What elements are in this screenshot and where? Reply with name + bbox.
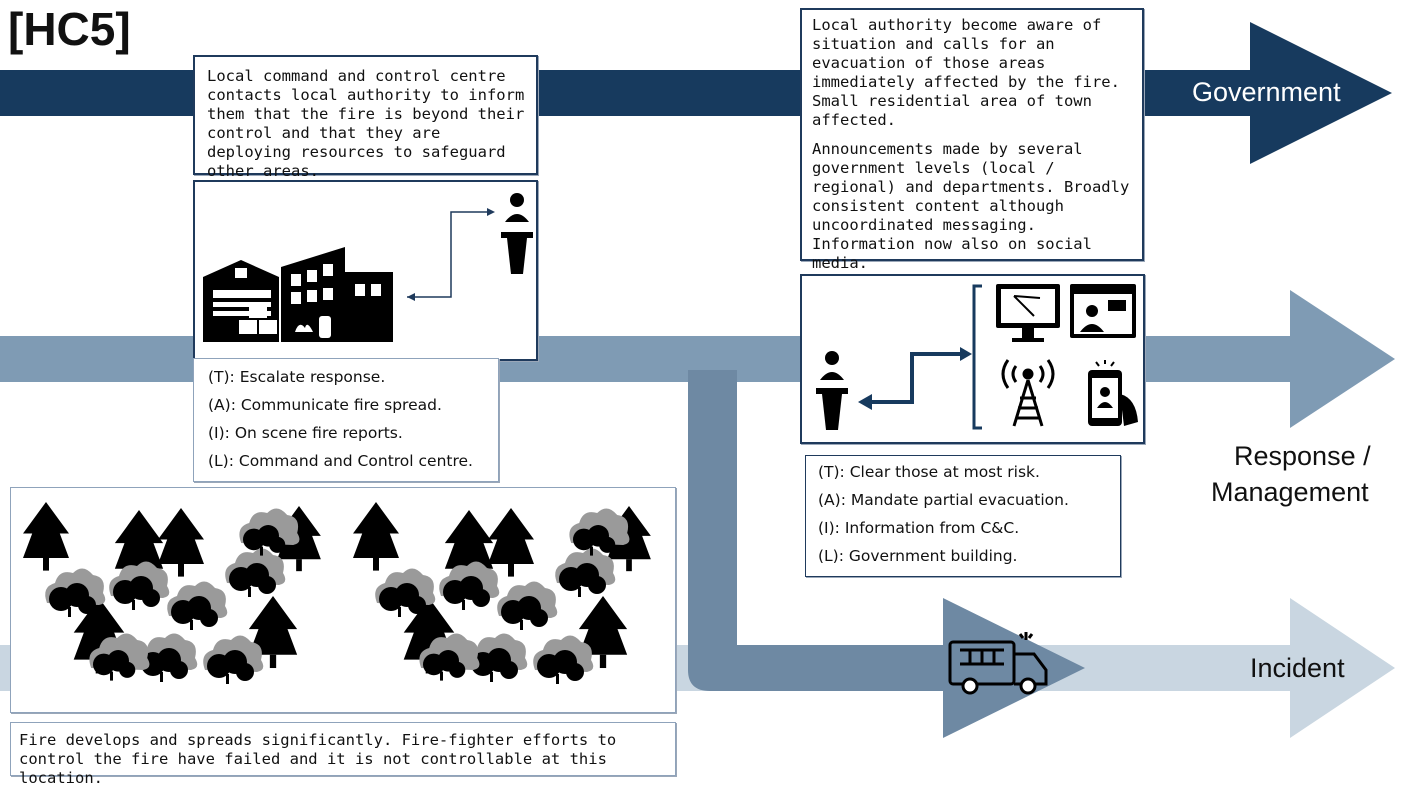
fire-station-panel (193, 180, 538, 361)
pine-tree-icon (23, 502, 69, 558)
radio-tower-icon (1001, 359, 1055, 427)
video-call-icon (1070, 284, 1136, 338)
pine-tree-icon (158, 508, 204, 564)
local-command-text: Local command and control centre contact… (207, 67, 525, 180)
speaker-podium-icon (816, 351, 848, 430)
burning-forest-icon (23, 502, 651, 684)
tail-left-location: (L): Command and Control centre. (208, 452, 473, 470)
pine-tree-icon (607, 506, 651, 560)
local-authority-para2: Announcements made by several government… (812, 140, 1130, 272)
fire-develops-box: Fire develops and spreads significantly.… (10, 722, 676, 787)
pine-tree-icon (578, 596, 628, 655)
tail-left-task: (T): Escalate response. (208, 368, 386, 386)
pine-tree-icon (277, 506, 321, 560)
response-to-incident-connector (688, 370, 945, 691)
tail-left-info: (I): On scene fire reports. (208, 424, 403, 442)
smartphone-icon (1088, 360, 1138, 426)
tail-right-location: (L): Government building. (818, 547, 1018, 565)
media-panel (800, 274, 1145, 444)
pine-tree-icon (444, 510, 494, 569)
fire-station-icon (203, 247, 393, 342)
tail-right-info: (I): Information from C&C. (818, 519, 1020, 537)
tv-monitor-icon (996, 284, 1060, 342)
lane-label-incident: Incident (1250, 653, 1345, 683)
fire-truck-icon (948, 632, 1048, 695)
lane-label-response-1: Response / (1234, 441, 1371, 471)
pine-tree-icon (353, 502, 399, 558)
lane-label-government: Government (1192, 77, 1341, 107)
local-command-box: Local command and control centre contact… (193, 55, 538, 180)
fire-develops-text: Fire develops and spreads significantly.… (19, 731, 617, 787)
pine-tree-icon (248, 596, 298, 655)
scenario-tag: [HC5] (8, 3, 131, 55)
speaker-podium-icon (501, 193, 533, 274)
pine-tree-icon (488, 508, 534, 564)
right-tail-box: (T): Clear those at most risk. (A): Mand… (805, 455, 1121, 577)
tail-right-action: (A): Mandate partial evacuation. (818, 491, 1069, 509)
local-authority-para1: Local authority become aware of situatio… (812, 16, 1120, 129)
pine-tree-icon (114, 510, 164, 569)
tail-left-action: (A): Communicate fire spread. (208, 396, 442, 414)
forest-fire-panel (10, 487, 676, 713)
local-authority-box: Local authority become aware of situatio… (800, 8, 1144, 272)
tail-right-task: (T): Clear those at most risk. (818, 463, 1040, 481)
left-tail-box: (T): Escalate response. (A): Communicate… (193, 358, 499, 482)
lane-label-response-2: Management (1211, 477, 1369, 507)
